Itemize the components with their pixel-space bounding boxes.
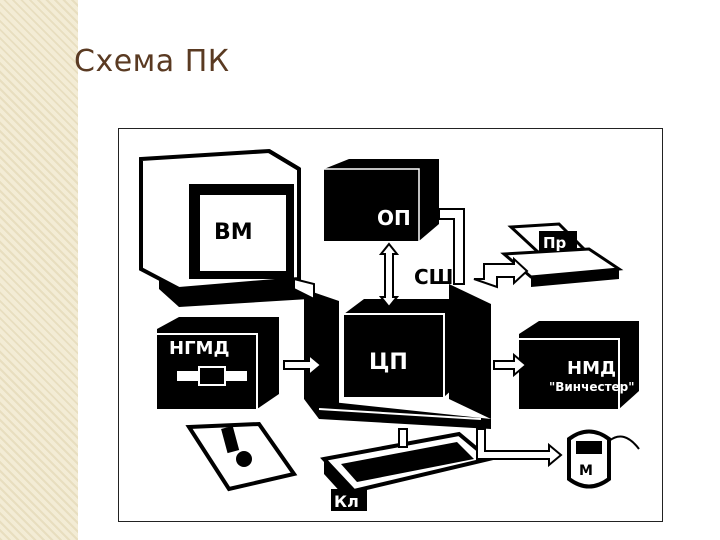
pc-diagram: ВМ ОП СШ Пр ЦП bbox=[118, 128, 663, 522]
ram-label: ОП bbox=[377, 206, 411, 230]
hdd-label: НМД bbox=[567, 358, 616, 379]
mouse-label: М bbox=[579, 463, 593, 479]
monitor-unit: ВМ bbox=[139, 148, 309, 307]
fdd-label: НГМД bbox=[169, 338, 229, 359]
decorative-side-band bbox=[0, 0, 78, 540]
cpu-label: ЦП bbox=[369, 350, 408, 375]
cpu-block: ЦП bbox=[344, 299, 464, 397]
printer-label: Пр bbox=[543, 234, 567, 252]
hard-drive-unit: НМД "Винчестер" bbox=[519, 321, 639, 409]
hdd-caption: "Винчестер" bbox=[549, 380, 635, 394]
keyboard-label: Кл bbox=[334, 492, 359, 511]
bus-connectors bbox=[283, 208, 563, 468]
floppy-disk-icon bbox=[185, 421, 298, 492]
monitor-label: ВМ bbox=[214, 220, 253, 245]
keyboard-unit: Кл bbox=[320, 431, 494, 511]
printer-unit: Пр bbox=[500, 222, 624, 287]
floppy-drive-unit: НГМД bbox=[157, 317, 279, 409]
ram-block: ОП bbox=[324, 159, 439, 241]
pc-diagram-drawing: ВМ ОП СШ Пр ЦП bbox=[139, 148, 640, 511]
bus-label: СШ bbox=[414, 265, 453, 289]
slide-title: Схема ПК bbox=[74, 44, 230, 79]
mouse-unit: М bbox=[567, 429, 640, 489]
